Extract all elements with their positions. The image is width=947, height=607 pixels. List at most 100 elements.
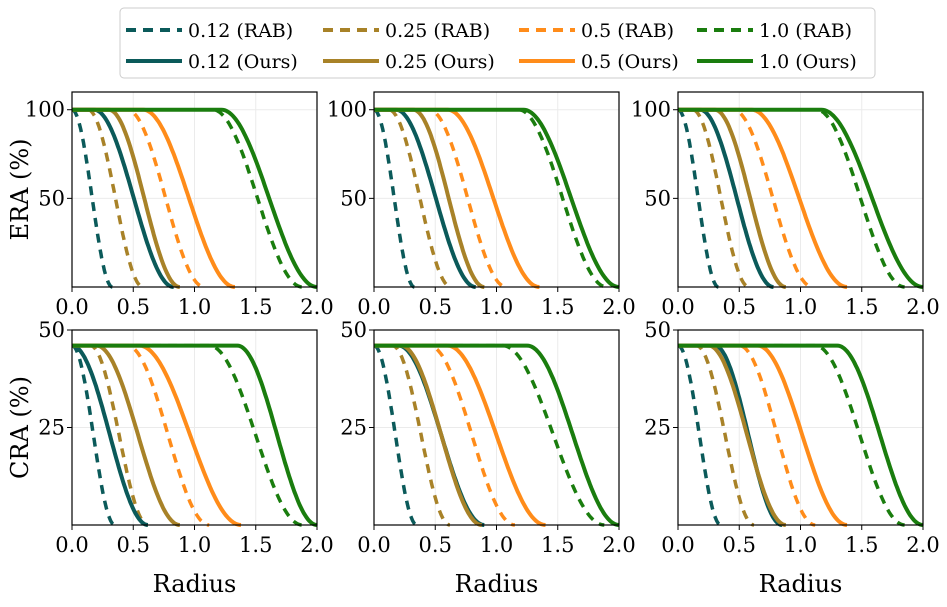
x-tick-label: 0.0	[357, 295, 390, 319]
legend-entry: 0.25 (Ours)	[323, 51, 495, 73]
x-tick-label: 2.0	[906, 533, 939, 557]
legend-label: 1.0 (RAB)	[759, 20, 852, 42]
x-tick-label: 0.5	[723, 295, 756, 319]
x-tick-label: 1.0	[480, 295, 513, 319]
y-tick-label: 50	[340, 186, 367, 210]
series-line	[374, 343, 485, 527]
x-tick-label: 0.0	[357, 533, 390, 557]
x-tick-label: 0.0	[55, 295, 88, 319]
legend-label: 0.5 (RAB)	[581, 20, 674, 42]
x-tick-label: 1.0	[784, 295, 817, 319]
series-line	[72, 343, 242, 527]
x-tick-label: 1.5	[541, 295, 574, 319]
legend-label: 0.12 (Ours)	[188, 51, 298, 73]
series-line	[374, 107, 540, 289]
series-line	[678, 343, 905, 527]
y-tick-label: 100	[631, 98, 671, 122]
chart-panel: 0.0 0.5 1.0 1.5 2.0 50 100	[631, 91, 940, 319]
legend-entry: 0.12 (RAB)	[126, 20, 293, 42]
y-tick-label: 50	[38, 318, 65, 342]
series-line	[374, 107, 607, 289]
legend-entry: 1.0 (Ours)	[697, 51, 857, 73]
series-line	[678, 107, 786, 289]
series-line	[71, 343, 149, 527]
y-tick-label: 50	[38, 186, 65, 210]
series-line	[72, 343, 318, 527]
y-tick-label: 25	[38, 416, 65, 440]
y-axis-title: CRA (%)	[6, 376, 34, 479]
series-line	[72, 343, 180, 527]
series-line	[72, 343, 303, 527]
series-line	[374, 107, 476, 289]
series-line	[72, 107, 236, 289]
series-line	[677, 343, 722, 527]
x-tick-label: 0.5	[723, 533, 756, 557]
legend-label: 0.25 (RAB)	[385, 20, 490, 42]
series-line	[374, 343, 605, 527]
series-line	[678, 107, 774, 289]
x-tick-label: 0.5	[117, 295, 150, 319]
series-line	[72, 343, 149, 527]
chart-panel: 0.0 0.5 1.0 1.5 2.0 50 100	[327, 91, 636, 319]
x-axis-title: Radius	[153, 570, 237, 598]
series-line	[374, 107, 485, 289]
x-tick-label: 2.0	[300, 533, 333, 557]
legend-label: 0.12 (RAB)	[188, 20, 293, 42]
legend-label: 0.25 (Ours)	[385, 51, 495, 73]
series-line	[678, 343, 786, 527]
x-tick-label: 2.0	[602, 533, 635, 557]
series-line	[678, 107, 813, 289]
x-tick-label: 1.5	[845, 295, 878, 319]
series-line	[373, 343, 418, 527]
series-line	[374, 343, 516, 527]
series-line	[72, 107, 205, 289]
legend-entry: 0.25 (RAB)	[323, 20, 490, 42]
x-tick-label: 1.0	[178, 533, 211, 557]
series-line	[72, 343, 210, 527]
series-line	[374, 107, 620, 289]
series-line	[678, 107, 924, 289]
series-line	[72, 107, 318, 289]
series-line	[374, 343, 451, 527]
series-line	[374, 343, 546, 527]
y-tick-label: 25	[340, 416, 367, 440]
x-tick-label: 1.5	[845, 533, 878, 557]
series-line	[678, 343, 755, 527]
x-tick-label: 1.5	[541, 533, 574, 557]
x-axis-title: Radius	[455, 570, 539, 598]
series-line	[374, 343, 620, 527]
x-tick-label: 0.5	[117, 533, 150, 557]
series-line	[678, 343, 816, 527]
x-tick-label: 0.0	[661, 533, 694, 557]
x-axis-title: Radius	[759, 570, 843, 598]
x-tick-label: 2.0	[300, 295, 333, 319]
x-tick-label: 0.0	[55, 533, 88, 557]
legend-entry: 0.12 (Ours)	[126, 51, 298, 73]
y-tick-label: 100	[327, 98, 367, 122]
series-line	[678, 107, 905, 289]
y-tick-label: 50	[644, 186, 671, 210]
x-tick-label: 0.5	[419, 295, 452, 319]
y-axis-title: ERA (%)	[6, 138, 34, 240]
series-line	[374, 343, 482, 527]
series-line	[72, 107, 174, 289]
x-tick-label: 2.0	[906, 295, 939, 319]
x-tick-label: 2.0	[602, 295, 635, 319]
series-line	[72, 107, 303, 289]
y-tick-label: 50	[644, 318, 671, 342]
legend-entry: 1.0 (RAB)	[697, 20, 852, 42]
legend-entry: 0.5 (RAB)	[519, 20, 674, 42]
legend-label: 1.0 (Ours)	[759, 51, 857, 73]
x-tick-label: 0.0	[661, 295, 694, 319]
x-tick-label: 1.0	[480, 533, 513, 557]
series-line	[678, 343, 848, 527]
legend-entry: 0.5 (Ours)	[519, 51, 679, 73]
x-tick-label: 1.5	[239, 533, 272, 557]
series-line	[374, 107, 507, 289]
